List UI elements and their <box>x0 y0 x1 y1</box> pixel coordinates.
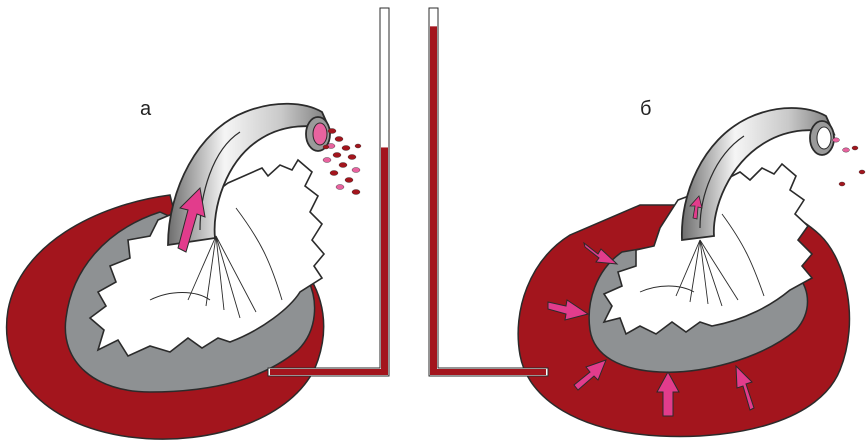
manometer-fill-b <box>430 26 437 375</box>
manometer-fill-a <box>381 147 388 375</box>
panel-label-a: а <box>140 98 152 120</box>
blood-drops-b <box>833 138 866 186</box>
panel-label-b: б <box>640 98 651 120</box>
panel-a: а <box>7 8 389 439</box>
panel-b: б <box>429 8 865 436</box>
